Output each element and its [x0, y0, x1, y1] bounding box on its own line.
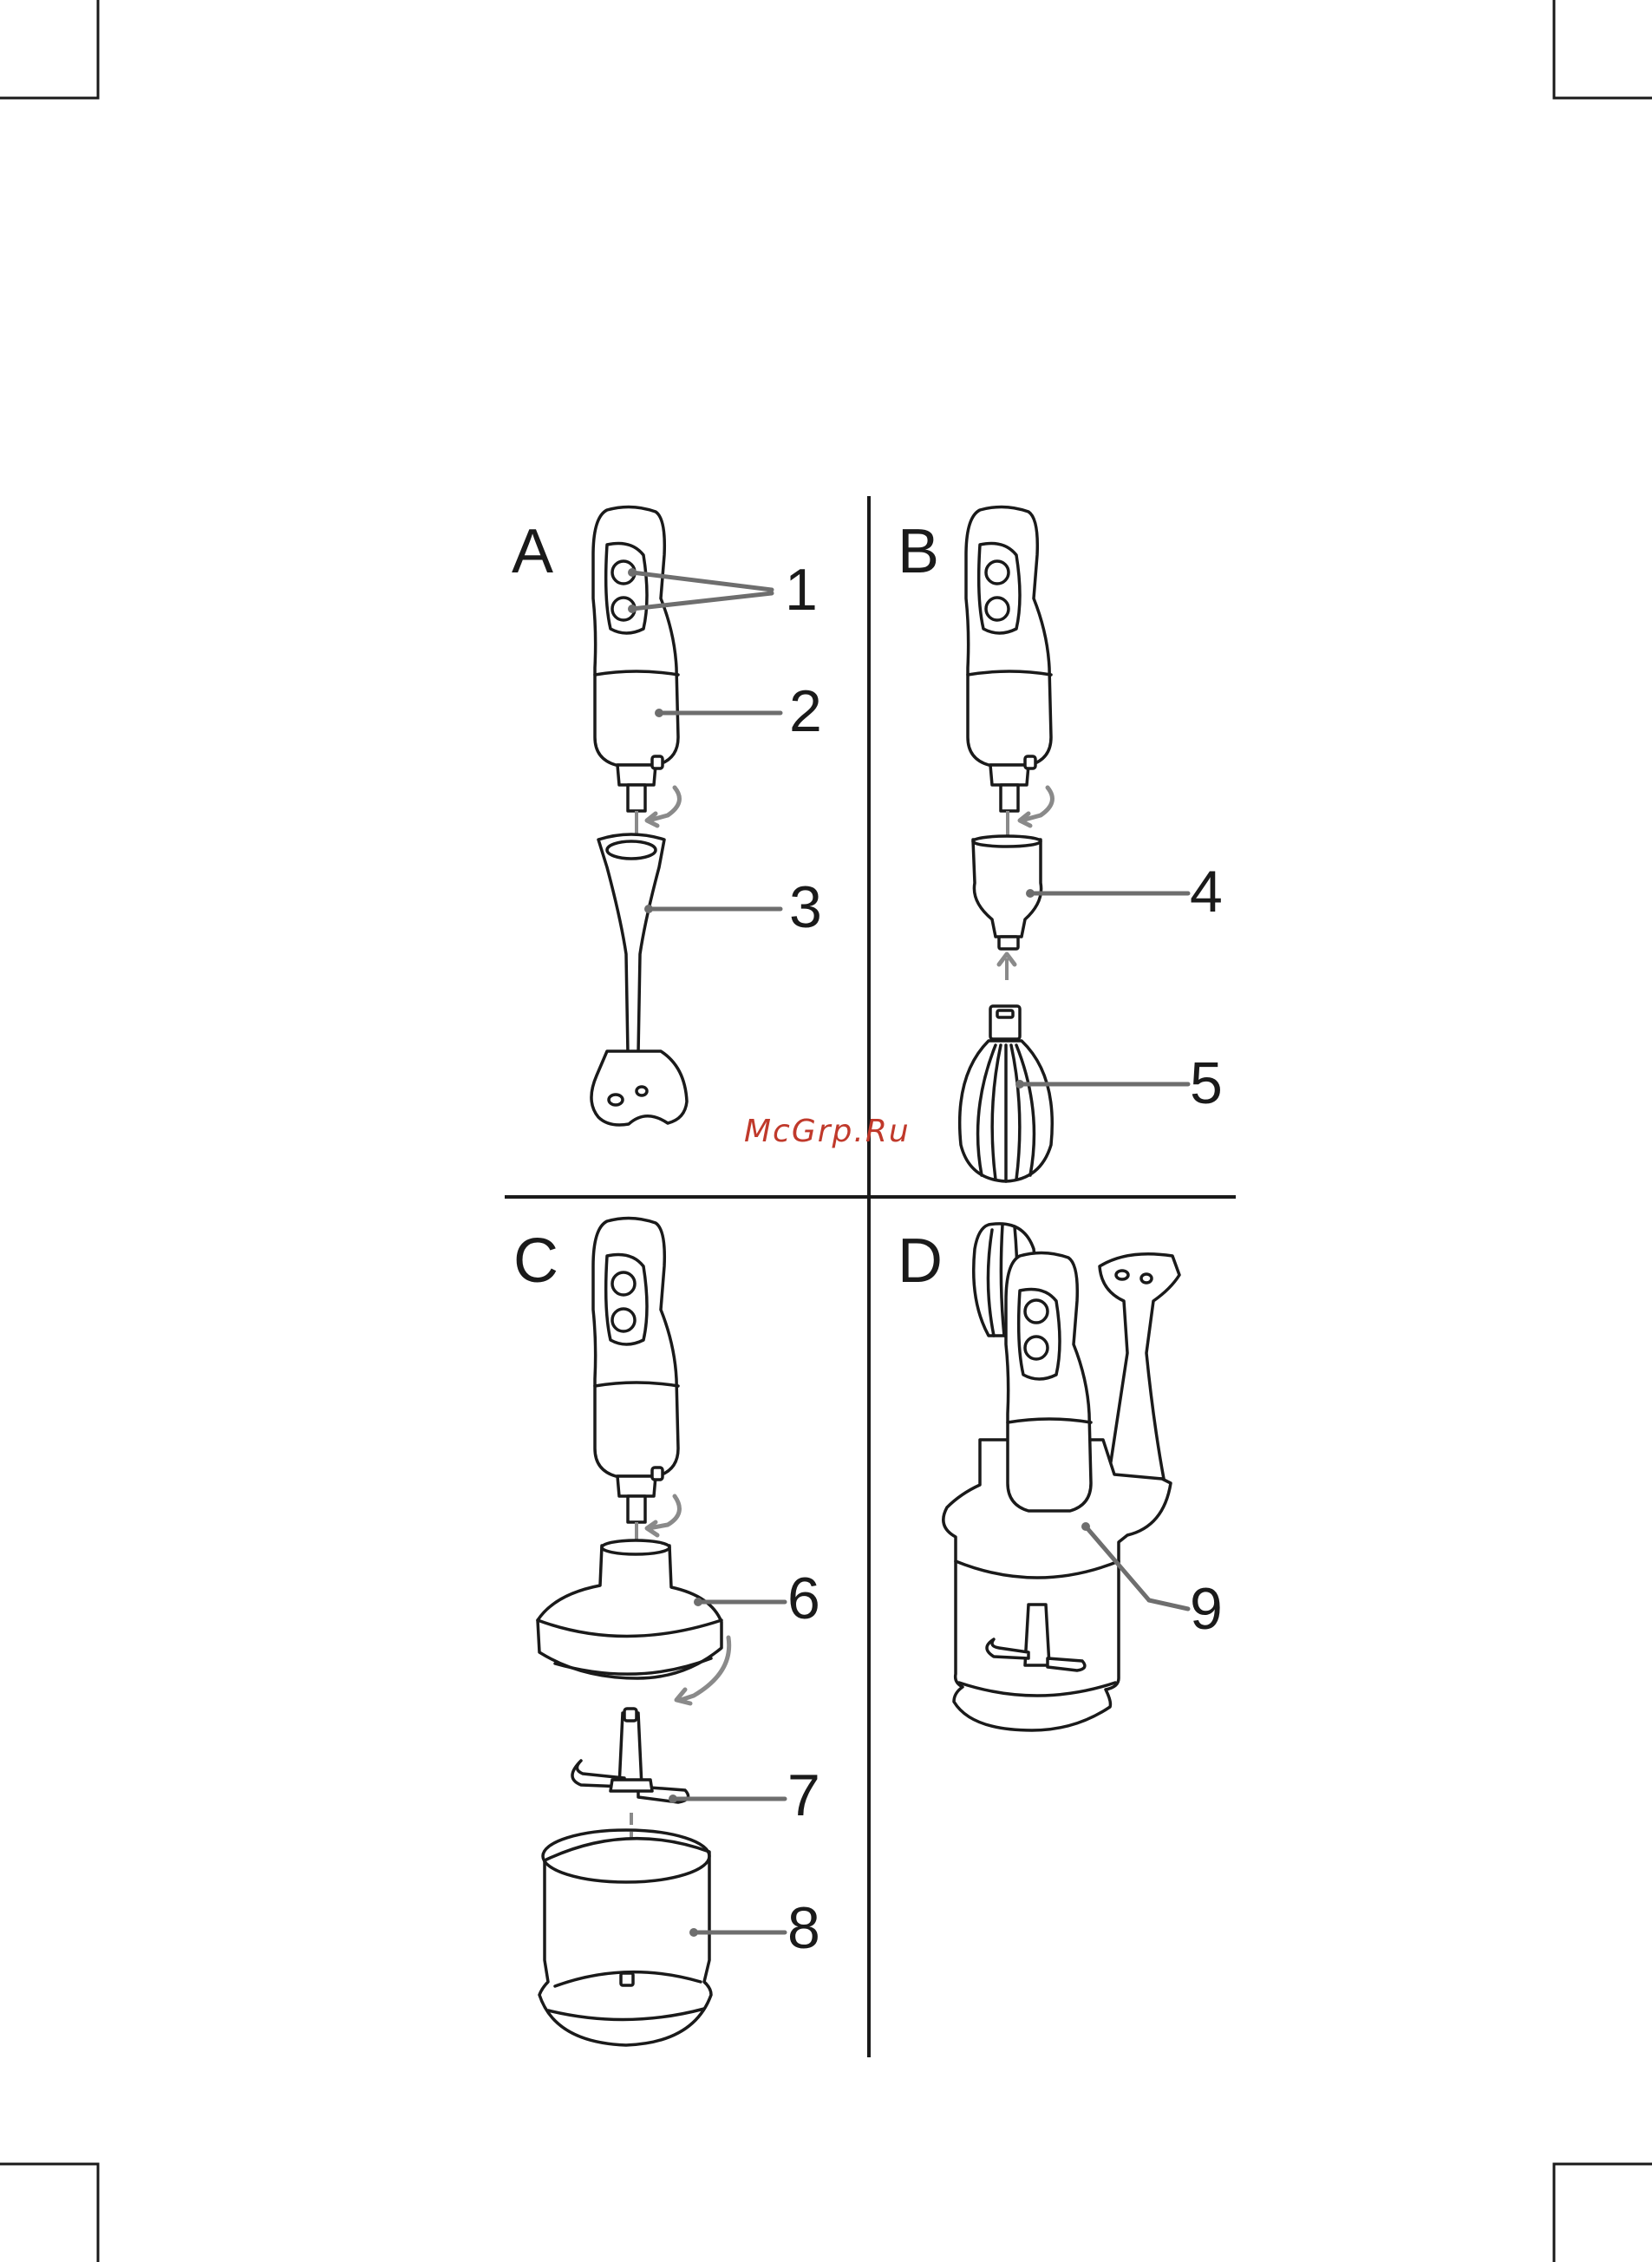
- callout-3: 3: [789, 874, 822, 940]
- panel-c: 6 7 8: [538, 1218, 820, 2045]
- chopper-blade: [572, 1709, 689, 1802]
- motor-unit-c: [593, 1218, 678, 1522]
- panel-letter-b: B: [898, 517, 939, 586]
- chopper-lid: [538, 1540, 722, 1678]
- panel-a: 1 2 3: [591, 507, 822, 1125]
- watermark: McGrp.Ru: [744, 1114, 911, 1149]
- motor-unit-d: [1006, 1252, 1091, 1511]
- callout-7: 7: [787, 1762, 820, 1828]
- callout-8: 8: [787, 1895, 820, 1961]
- panel-letter-a: A: [512, 517, 553, 586]
- motor-unit-a: [593, 507, 678, 811]
- panel-letter-d: D: [898, 1226, 943, 1296]
- callout-5: 5: [1190, 1050, 1223, 1116]
- blender-shaft-a: [591, 834, 687, 1125]
- panel-letter-c: C: [513, 1226, 558, 1296]
- callout-2: 2: [789, 678, 822, 744]
- panel-b: 4 5: [960, 507, 1223, 1181]
- panel-d: 9: [944, 1224, 1223, 1730]
- whisk: [960, 1006, 1053, 1181]
- callout-1: 1: [785, 557, 818, 623]
- callout-9: 9: [1190, 1576, 1223, 1642]
- chopper-bowl: [539, 1830, 711, 2045]
- callout-4: 4: [1190, 859, 1223, 925]
- callout-6: 6: [787, 1566, 820, 1631]
- stored-shaft: [1100, 1254, 1179, 1479]
- motor-unit-b: [966, 507, 1051, 811]
